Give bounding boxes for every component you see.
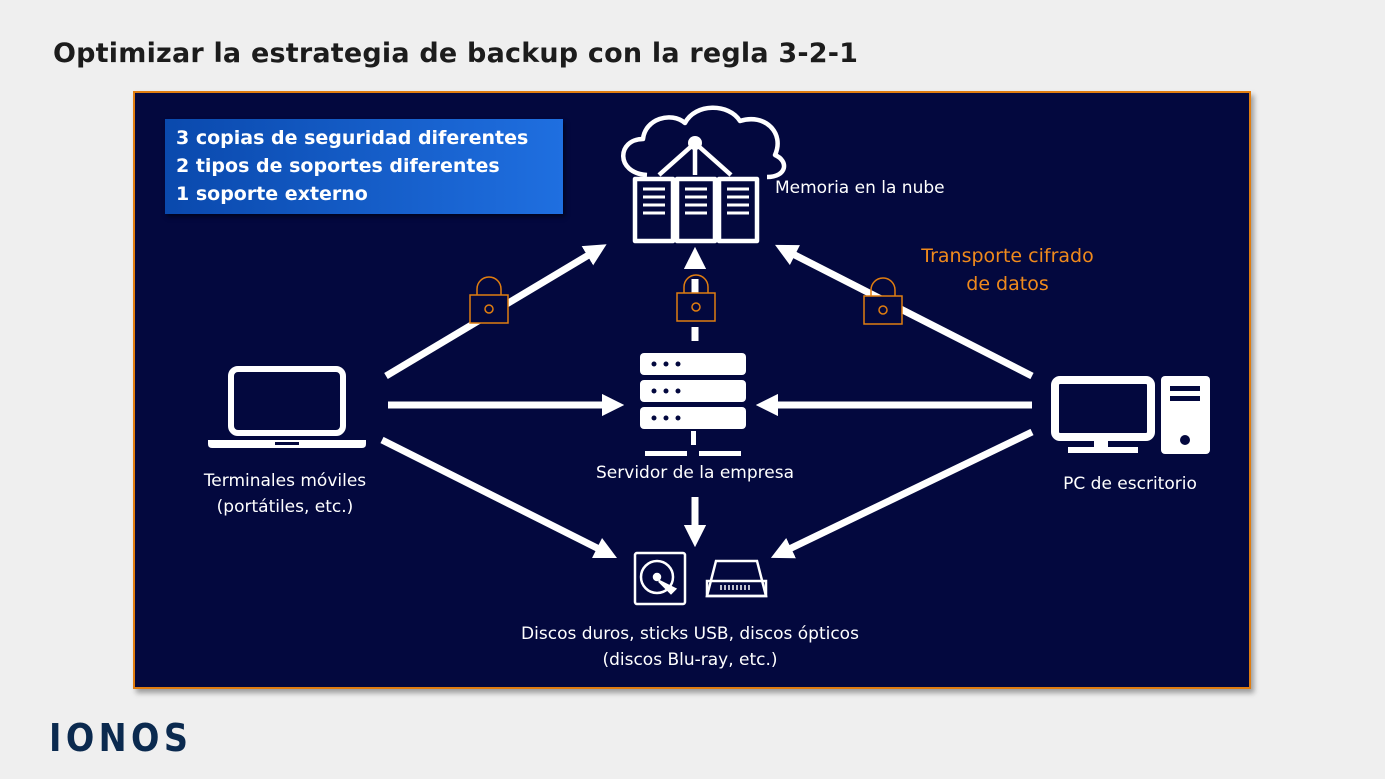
laptop-icon [208, 366, 366, 448]
rule-321-box: 3 copias de seguridad diferentes 2 tipos… [165, 119, 563, 214]
arrow-desktop-to-cloud [775, 244, 1034, 380]
mobile-line-2: (portátiles, etc.) [216, 497, 354, 517]
mobile-label: Terminales móviles (portátiles, etc.) [170, 468, 400, 520]
lock-icon [676, 274, 716, 322]
lock-icon [469, 276, 509, 324]
hard-drive-icon [633, 551, 687, 606]
ionos-logo: IONOS [49, 716, 193, 760]
cloud-server-icon [621, 105, 787, 244]
mobile-line-1: Terminales móviles [203, 471, 367, 491]
rule-media-types: 2 tipos de soportes diferentes [176, 155, 500, 177]
server-label: Servidor de la empresa [596, 463, 794, 483]
media-line-1: Discos duros, sticks USB, discos ópticos [521, 624, 859, 644]
encrypted-line-2: de datos [966, 273, 1049, 295]
encrypted-transport-label: Transporte cifrado de datos [885, 242, 1130, 298]
arrow-desktop-to-media [770, 428, 1034, 559]
arrow-mobile-to-media [380, 436, 618, 559]
rule-offsite: 1 soporte externo [176, 183, 368, 205]
cloud-label: Memoria en la nube [775, 178, 945, 198]
desktop-label: PC de escritorio [1063, 474, 1197, 494]
desktop-pc-icon [1051, 376, 1210, 454]
server-rack-icon [640, 353, 746, 458]
page-title: Optimizar la estrategia de backup con la… [53, 38, 859, 69]
media-line-2: (discos Blu-ray, etc.) [602, 650, 778, 670]
lock-icon [863, 277, 903, 325]
rule-copies: 3 copias de seguridad diferentes [176, 127, 529, 149]
media-label: Discos duros, sticks USB, discos ópticos… [470, 621, 910, 673]
diagram-canvas [208, 105, 1210, 606]
external-drive-icon [705, 559, 768, 598]
encrypted-line-1: Transporte cifrado [921, 245, 1094, 267]
